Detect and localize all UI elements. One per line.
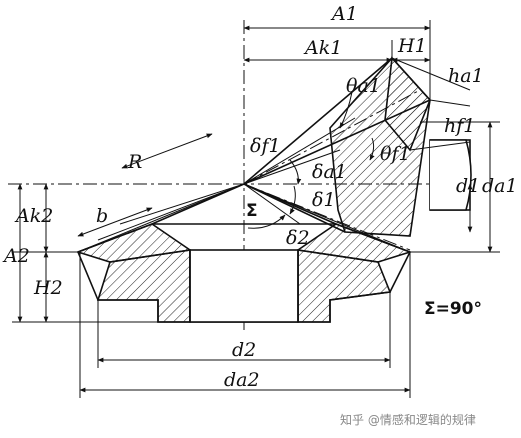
label-h-f1: hf1 (444, 115, 475, 137)
label-A1: A1 (330, 3, 358, 25)
label-H2: H2 (33, 277, 63, 299)
gear2-section (75, 183, 413, 323)
label-delta2: δ2 (286, 227, 310, 249)
gear1-section (243, 56, 472, 237)
label-d1: d1 (456, 175, 480, 197)
label-delta1: δ1 (312, 189, 336, 211)
label-d-a1: da1 (482, 175, 518, 197)
watermark: 知乎 @情感和逻辑的规律 (340, 412, 476, 427)
label-Ak2: Ak2 (14, 205, 53, 227)
label-delta-a1: δa1 (312, 161, 347, 183)
label-sigma-equation: Σ=90° (424, 299, 482, 319)
label-R: R (127, 151, 142, 173)
label-delta-f1: δf1 (250, 135, 281, 157)
label-h-a1: ha1 (448, 65, 484, 87)
label-theta-f1: θf1 (380, 143, 411, 165)
label-A2: A2 (2, 245, 30, 267)
dimension-lines (12, 20, 500, 398)
labels: A1 Ak1 H1 θa1 ha1 hf1 θf1 R δf1 δa1 δ1 δ… (2, 3, 518, 427)
label-d2: d2 (232, 339, 256, 361)
label-H1: H1 (397, 35, 427, 57)
label-sigma: Σ (246, 201, 258, 221)
label-b: b (96, 205, 108, 227)
label-Ak1: Ak1 (303, 37, 342, 59)
label-theta-a1: θa1 (346, 75, 381, 97)
label-d-a2: da2 (224, 369, 260, 391)
